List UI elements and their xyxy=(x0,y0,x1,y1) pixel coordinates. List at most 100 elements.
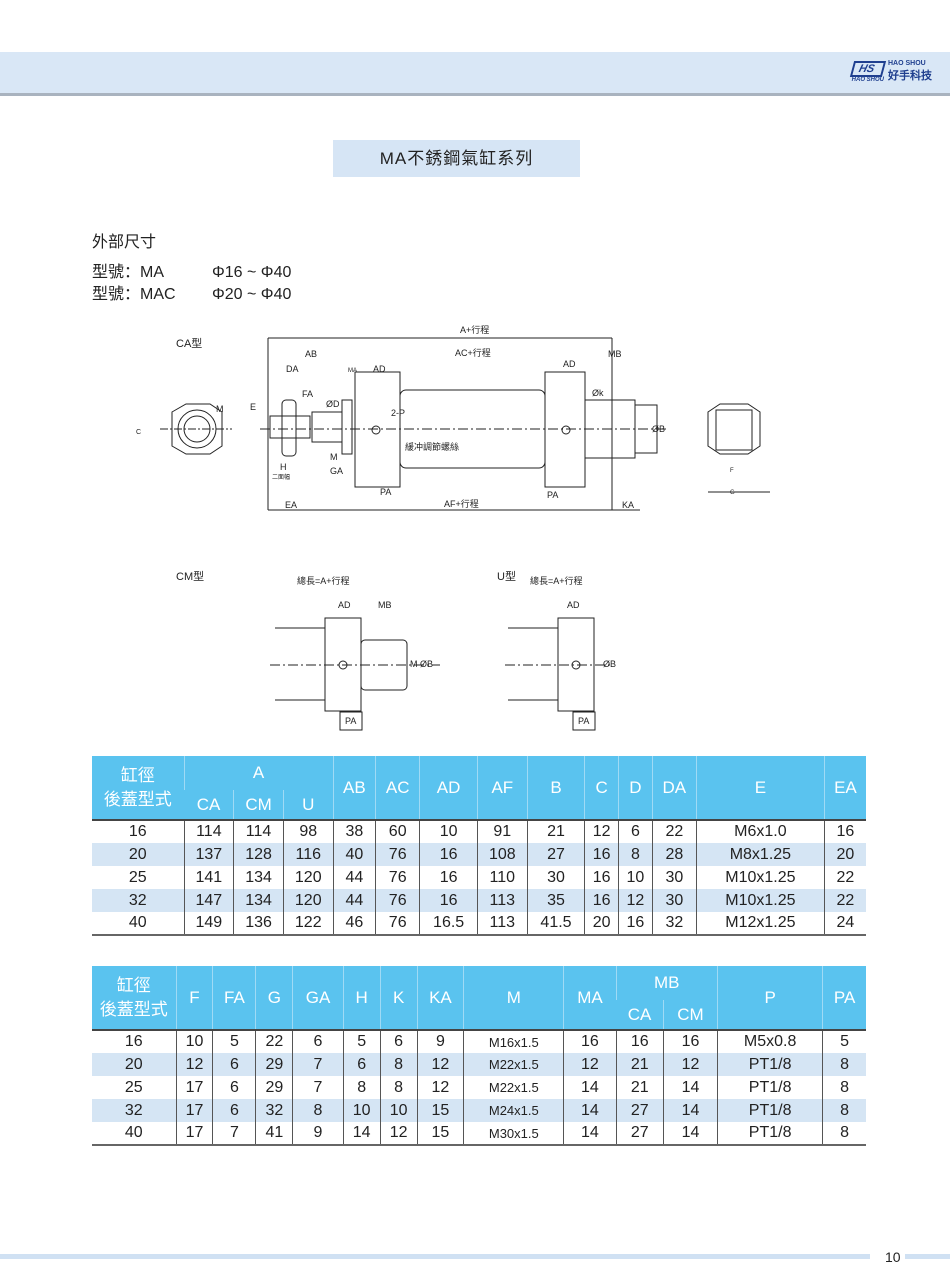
table-cell: 14 xyxy=(563,1076,617,1099)
column-subheader: U xyxy=(282,790,334,820)
dim-ad: AD xyxy=(567,600,580,610)
footer-bar xyxy=(905,1254,950,1259)
dim-m: M xyxy=(410,659,418,669)
column-header: B xyxy=(526,756,585,820)
column-header: E xyxy=(695,756,825,820)
table-cell: 14 xyxy=(563,1099,617,1122)
table-cell: 91 xyxy=(476,819,528,843)
table-cell: M30x1.5 xyxy=(463,1122,564,1145)
table-cell: 7 xyxy=(292,1076,344,1099)
dim-c: C xyxy=(136,429,141,436)
table-cell: M12x1.25 xyxy=(695,912,825,935)
footer-bar xyxy=(0,1254,870,1259)
table-cell: 12 xyxy=(416,1053,464,1076)
table-cell: 16 xyxy=(615,1029,664,1053)
table-cell: M8x1.25 xyxy=(695,843,825,866)
table-cell: 10 xyxy=(175,1029,213,1053)
table-cell: 17 xyxy=(175,1122,213,1145)
column-header: KA xyxy=(416,966,464,1030)
table-cell: M10x1.25 xyxy=(695,866,825,889)
dim-af: AF+行程 xyxy=(444,498,479,509)
table-cell: 12 xyxy=(175,1053,213,1076)
table-cell: 30 xyxy=(651,889,697,912)
a-header: A xyxy=(183,756,334,790)
dim-pa: PA xyxy=(578,716,589,726)
table-cell: 32 xyxy=(92,1099,176,1122)
table-cell: 17 xyxy=(175,1099,213,1122)
table-cell: 27 xyxy=(615,1099,664,1122)
column-header: F xyxy=(175,966,213,1030)
column-header: H xyxy=(342,966,381,1030)
table-cell: 10 xyxy=(342,1099,381,1122)
table-cell: 8 xyxy=(379,1053,418,1076)
table-cell: PT1/8 xyxy=(717,1099,823,1122)
table-cell: 32 xyxy=(92,889,184,912)
table-cell: 27 xyxy=(615,1122,664,1145)
table-cell: 44 xyxy=(332,866,376,889)
table-cell: 44 xyxy=(332,889,376,912)
table-cell: 136 xyxy=(233,912,284,935)
dim-g: G xyxy=(730,490,735,496)
ca-type-label: CA型 xyxy=(176,336,202,350)
cm-tube xyxy=(275,627,326,701)
table-cell: 20 xyxy=(92,1053,176,1076)
table-cell: 8 xyxy=(342,1076,381,1099)
table-cell: 12 xyxy=(662,1053,718,1076)
table-cell: 32 xyxy=(651,912,697,935)
table-cell: 141 xyxy=(183,866,234,889)
dim-total: 總長=A+行程 xyxy=(297,575,350,586)
table-cell: 114 xyxy=(233,819,284,843)
table-cell: 12 xyxy=(563,1053,617,1076)
piston-rod xyxy=(269,415,311,439)
column-header: P xyxy=(717,966,823,1030)
table-cell: 25 xyxy=(124,1078,143,1096)
table-cell: 21 xyxy=(615,1053,664,1076)
table-cell: 22 xyxy=(255,1029,293,1053)
table-cell: 27 xyxy=(526,843,585,866)
dim-ad: AD xyxy=(563,359,576,369)
column-header: C xyxy=(584,756,619,820)
table-cell: 16 xyxy=(92,1029,176,1053)
model-range: Φ16 ~ Φ40 xyxy=(212,264,292,281)
dim-total: 總長=A+行程 xyxy=(530,575,583,586)
table-cell: 16 xyxy=(584,843,619,866)
table-cell: 98 xyxy=(282,819,334,843)
table-cell: 14 xyxy=(662,1076,718,1099)
table-cell: 30 xyxy=(651,866,697,889)
table-cell: 22 xyxy=(823,866,866,889)
table-cell: 116 xyxy=(282,843,334,866)
model-label: 型號：MA xyxy=(92,264,165,281)
table-cell: M10x1.25 xyxy=(695,889,825,912)
mb-header: MB xyxy=(615,966,718,1000)
cm-type-label: CM型 xyxy=(176,569,204,583)
hex-nut-front xyxy=(171,403,223,455)
table-cell: 10 xyxy=(419,819,478,843)
table-cell: M22x1.5 xyxy=(463,1053,564,1076)
column-header: EA xyxy=(823,756,866,820)
column-header: D xyxy=(618,756,653,820)
table-cell: 60 xyxy=(375,819,420,843)
u-type-label: U型 xyxy=(497,569,516,583)
table-cell: 16 xyxy=(823,819,866,843)
table-cell: 28 xyxy=(651,843,697,866)
table-cell: 6 xyxy=(212,1076,256,1099)
table-cell: 16 xyxy=(419,843,478,866)
table-cell: 12 xyxy=(416,1076,464,1099)
table-cell: 5 xyxy=(822,1029,866,1053)
table-cell: 76 xyxy=(375,912,420,935)
dim-ad: AD xyxy=(338,600,351,610)
table-cell: 40 xyxy=(332,843,376,866)
table-cell: 8 xyxy=(822,1053,866,1076)
dim-ga: GA xyxy=(330,466,343,476)
dim-mb: MB xyxy=(608,349,622,359)
section-heading: 外部尺寸 xyxy=(92,234,157,251)
table-cell: 134 xyxy=(233,889,284,912)
table-cell: 8 xyxy=(822,1076,866,1099)
table-cell: 22 xyxy=(651,819,697,843)
